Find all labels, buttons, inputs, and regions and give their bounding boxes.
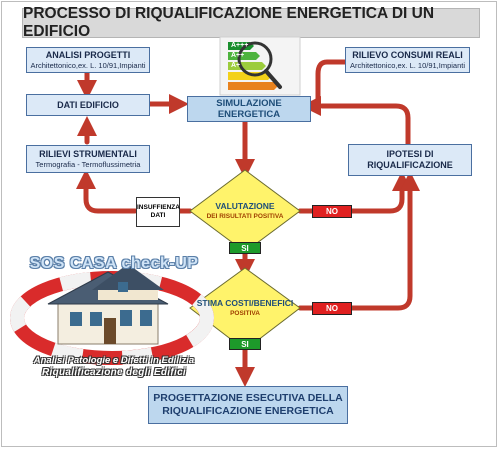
rilievi-strumentali-title: RILIEVI STRUMENTALI xyxy=(39,149,137,160)
rilievi-strumentali-box: RILIEVI STRUMENTALI Termografia - Termof… xyxy=(26,145,150,173)
rilievi-strumentali-subtitle: Termografia - Termoflussimetria xyxy=(35,159,141,169)
ipotesi-riqualificazione-title: IPOTESI DI RIQUALIFICAZIONE xyxy=(367,149,453,170)
no-tag-stima: NO xyxy=(312,302,352,315)
energy-label-a1: A+ xyxy=(231,62,241,69)
progettazione-esecutiva-box: PROGETTAZIONE ESECUTIVA DELLA RIQUALIFIC… xyxy=(148,386,348,424)
arrow-insufficienza-to-rilievi xyxy=(76,169,138,214)
valutazione-line1: VALUTAZIONE xyxy=(215,201,275,211)
si-tag-stima: SI xyxy=(229,338,261,350)
analisi-progetti-subtitle: Architettonico,ex. L. 10/91,Impianti xyxy=(30,60,146,70)
si-tag-valutazione: SI xyxy=(229,242,261,254)
arrow-valutazione-no xyxy=(297,171,412,214)
logo-line-1: Analisi Patologie e Difetti in Edilizia xyxy=(33,355,195,366)
insufficienza-line2: DATI xyxy=(150,212,166,219)
valutazione-text: VALUTAZIONE DEI RISULTATI POSITIVA xyxy=(195,201,295,221)
house-logo-graphic xyxy=(10,264,214,365)
progettazione-line1: PROGETTAZIONE ESECUTIVA DELLA xyxy=(153,392,343,405)
dati-edificio-title: DATI EDIFICIO xyxy=(57,99,119,110)
rilievo-consumi-subtitle: Architettonico,ex. L. 10/91,Impianti xyxy=(349,60,466,70)
insufficienza-line1: INSUFFIENZA xyxy=(137,203,180,211)
stima-line1: STIMA COSTI/BENEFICI xyxy=(196,298,294,308)
logo-title: SOS CASA check-UP xyxy=(29,255,199,272)
energy-label-graphic xyxy=(219,36,301,96)
analisi-progetti-title: ANALISI PROGETTI xyxy=(45,50,131,61)
no-tag-valutazione: NO xyxy=(312,205,352,218)
arrow-stima-no xyxy=(297,171,420,311)
rilievo-consumi-title: RILIEVO CONSUMI REALI xyxy=(352,50,463,61)
insufficienza-dati-box: INSUFFIENZA DATI xyxy=(136,197,180,227)
stima-diamond xyxy=(189,267,301,351)
energy-label-a2: A++ xyxy=(231,52,245,59)
arrow-rilievo-to-simulazione xyxy=(301,59,348,116)
progettazione-line2: RIQUALIFICAZIONE ENERGETICA xyxy=(162,405,334,417)
simulazione-energetica-box: SIMULAZIONE ENERGETICA xyxy=(187,96,311,122)
dati-edificio-box: DATI EDIFICIO xyxy=(26,94,150,116)
valutazione-line2: DEI RISULTATI POSITIVA xyxy=(206,213,284,221)
arrow-ipotesi-to-simulazione xyxy=(319,103,411,147)
stima-text: STIMA COSTI/BENEFICI POSITIVA xyxy=(195,298,295,318)
stima-line2: POSITIVA xyxy=(230,310,260,318)
rilievo-consumi-box: RILIEVO CONSUMI REALI Architettonico,ex.… xyxy=(345,47,470,73)
logo-line-2: Riqualificazione degli Edifici xyxy=(41,367,187,378)
analisi-progetti-box: ANALISI PROGETTI Architettonico,ex. L. 1… xyxy=(26,47,150,73)
simulazione-energetica-title: SIMULAZIONE ENERGETICA xyxy=(216,97,282,120)
energy-label-a3: A+++ xyxy=(231,42,249,49)
ipotesi-riqualificazione-box: IPOTESI DI RIQUALIFICAZIONE xyxy=(348,144,472,176)
